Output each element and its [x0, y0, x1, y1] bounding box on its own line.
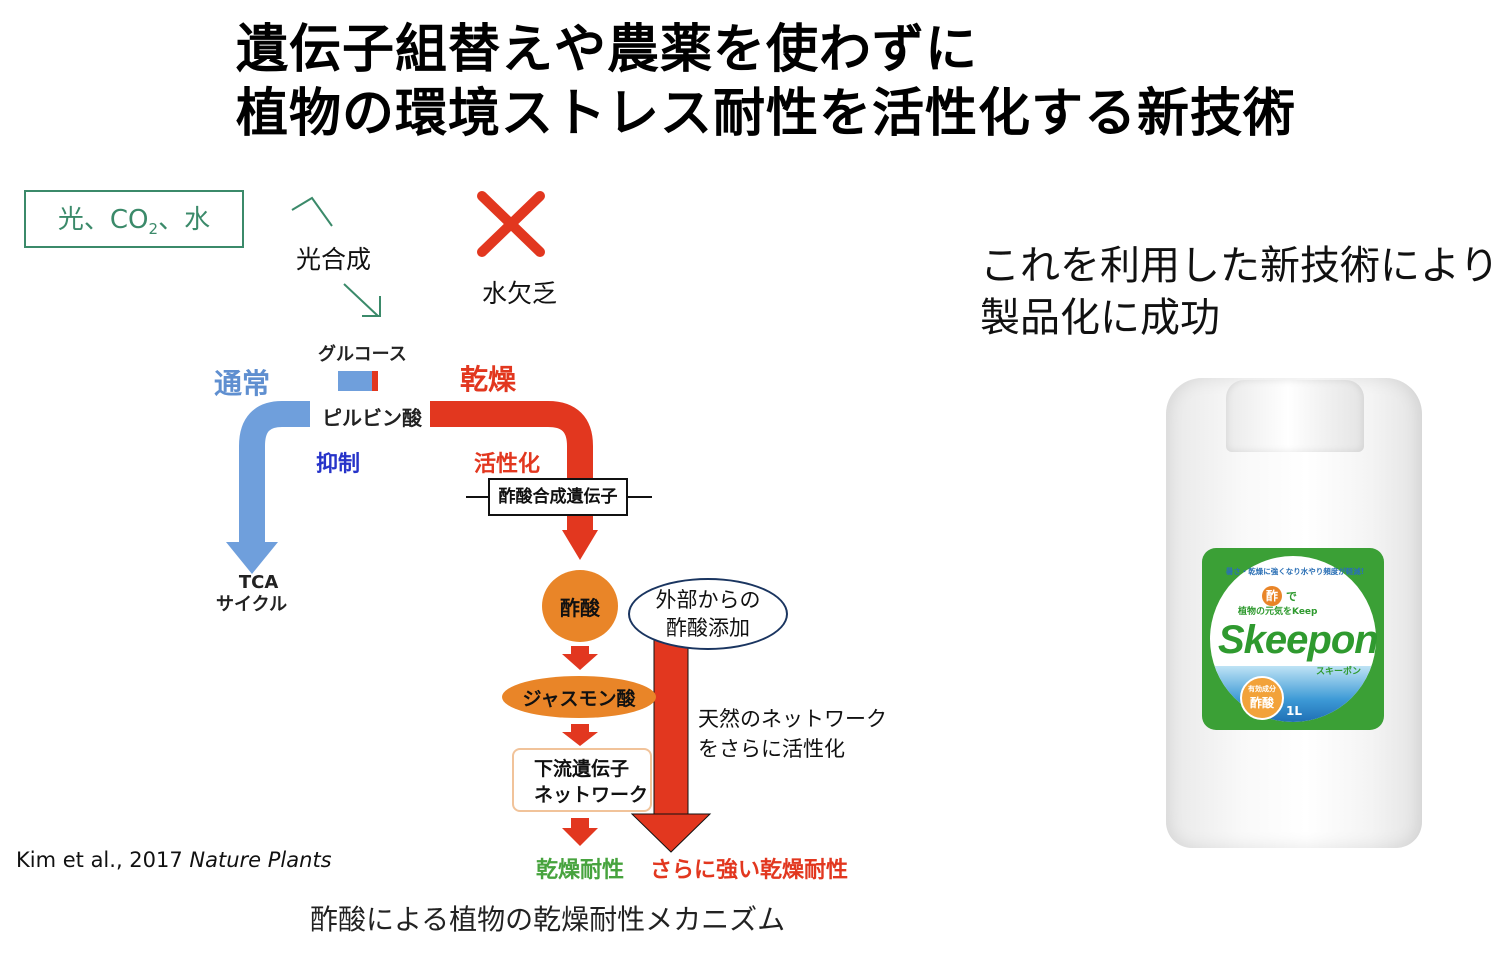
downstream-line-1: 下流遺伝子 [534, 758, 630, 780]
de-label: で [1286, 590, 1297, 603]
cross-mark-icon [477, 191, 545, 257]
acetate-node: 酢酸 [542, 570, 618, 642]
slide-title: 遺伝子組替えや農薬を使わずに 植物の環境ストレス耐性を活性化する新技術 [236, 18, 1496, 146]
external-acetate-bubble: 外部からの 酢酸添加 [628, 578, 788, 650]
ingredient-badge: 有効成分 酢酸 [1240, 676, 1284, 720]
product-announcement: これを利用した新技術により 製品化に成功 [980, 240, 1499, 344]
downstream-line-2: ネットワーク [534, 784, 649, 806]
activate-label: 活性化 [474, 452, 541, 477]
photosynthesis-arrow-out [343, 283, 381, 317]
ingredient-name: 酢酸 [1249, 696, 1274, 710]
downstream-gene-box: 下流遺伝子 ネットワーク [512, 748, 652, 812]
citation: Kim et al., 2017 Nature Plants [16, 848, 332, 872]
suppress-label: 抑制 [316, 452, 361, 477]
diagram-caption: 酢酸による植物の乾燥耐性メカニズム [310, 903, 786, 936]
natural-line-1: 天然のネットワーク [698, 707, 887, 731]
bottle-cap [1226, 380, 1364, 452]
glucose-label: グルコース [318, 344, 407, 365]
inputs-text: 光、CO [57, 205, 149, 235]
title-line-2: 植物の環境ストレス耐性を活性化する新技術 [236, 84, 1297, 144]
water-deficit-label: 水欠乏 [482, 279, 558, 308]
product-brand-kana: スキーポン [1316, 667, 1362, 677]
announcement-line-1: これを利用した新技術により [980, 243, 1500, 289]
drought-tolerance-label: 乾燥耐性 [536, 858, 625, 883]
normal-pathway-arrow [239, 401, 310, 546]
drought-pathway-arrow [430, 401, 593, 534]
step-arrow [562, 724, 598, 746]
product-tagline: 暑さ・乾燥に強くなり水やり頻度が軽減! [1225, 567, 1365, 576]
photosynthesis-arrow-in [291, 196, 333, 227]
vinegar-badge: 酢 [1262, 586, 1282, 606]
step-arrow [562, 818, 598, 846]
acetate-gene-box: 酢酸合成遺伝子 [488, 478, 628, 516]
jasmonic-acid-node: ジャスモン酸 [502, 676, 656, 718]
product-brand: Skeepon [1218, 618, 1379, 662]
natural-network-label: 天然のネットワーク をさらに活性化 [698, 704, 887, 764]
tca-label: TCA サイクル [216, 572, 287, 616]
pyruvate-label: ピルビン酸 [322, 406, 422, 430]
tca-line-2: サイクル [216, 594, 288, 615]
natural-line-2: をさらに活性化 [698, 737, 845, 761]
tca-line-1: TCA [238, 572, 279, 593]
wave-graphic [1210, 666, 1376, 722]
photosynthesis-label: 光合成 [296, 245, 372, 274]
product-subtagline: 植物の元気をKeep [1238, 607, 1318, 617]
glucose-bar-icon [338, 371, 372, 391]
step-arrow [562, 646, 598, 670]
normal-label: 通常 [214, 367, 271, 400]
citation-authors: Kim et al., 2017 [16, 848, 190, 872]
external-line-1: 外部からの [655, 588, 761, 612]
inputs-box: 光、CO2、水 [24, 190, 244, 248]
title-line-1: 遺伝子組替えや農薬を使わずに [236, 20, 979, 80]
announcement-line-2: 製品化に成功 [980, 295, 1220, 341]
external-line-2: 酢酸添加 [666, 616, 750, 640]
drought-label: 乾燥 [460, 363, 517, 396]
inputs-water: 、水 [158, 205, 211, 235]
external-acetate-arrow [630, 639, 712, 853]
product-label-circle [1210, 556, 1376, 722]
co2-subscript: 2 [148, 220, 159, 239]
ingredient-badge-label: 有効成分 [1248, 685, 1276, 693]
volume-label: 1L [1286, 704, 1302, 718]
citation-journal: Nature Plants [189, 848, 332, 872]
stronger-tolerance-label: さらに強い乾燥耐性 [650, 858, 849, 883]
